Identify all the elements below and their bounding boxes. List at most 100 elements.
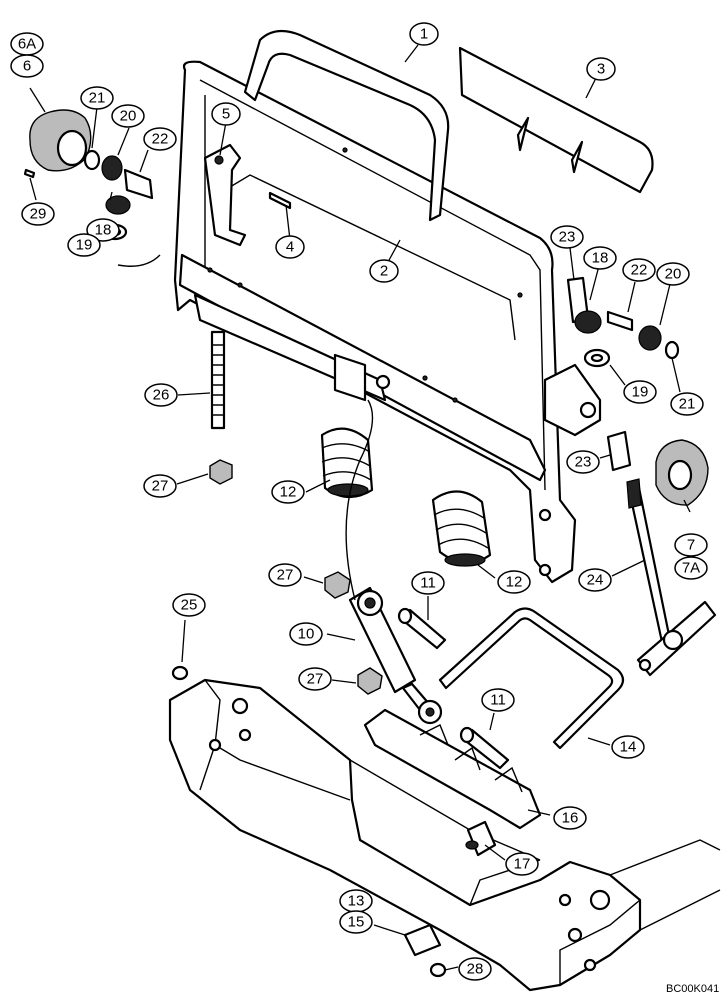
washer-28 bbox=[429, 962, 447, 978]
svg-text:27: 27 bbox=[277, 567, 294, 584]
bracket-16 bbox=[363, 708, 542, 830]
right-knob-assembly bbox=[566, 276, 709, 506]
svg-text:22: 22 bbox=[631, 262, 648, 279]
callout-2: 2 bbox=[369, 259, 399, 283]
side-bracket bbox=[543, 363, 602, 437]
callout-12-left: 12 bbox=[271, 480, 305, 504]
callout-7a: 7A bbox=[674, 556, 708, 580]
callout-18-left: 18 bbox=[86, 218, 120, 242]
callout-26: 26 bbox=[144, 383, 178, 407]
svg-text:16: 16 bbox=[562, 810, 579, 827]
svg-text:21: 21 bbox=[679, 396, 696, 413]
callout-28: 28 bbox=[458, 957, 492, 981]
svg-text:29: 29 bbox=[30, 206, 47, 223]
svg-text:7: 7 bbox=[687, 537, 695, 554]
callout-25: 25 bbox=[172, 593, 206, 617]
svg-text:18: 18 bbox=[95, 222, 112, 239]
callout-16: 16 bbox=[553, 806, 587, 830]
base-frame bbox=[168, 678, 721, 992]
screw-5 bbox=[214, 155, 224, 165]
nut-27-lower bbox=[357, 667, 383, 695]
callout-29: 29 bbox=[21, 202, 55, 226]
bolt-11-upper bbox=[397, 607, 447, 650]
svg-text:6: 6 bbox=[23, 58, 31, 75]
svg-text:11: 11 bbox=[420, 575, 436, 592]
svg-text:1: 1 bbox=[420, 26, 428, 43]
svg-text:23: 23 bbox=[575, 454, 592, 471]
svg-text:15: 15 bbox=[348, 914, 365, 931]
svg-text:10: 10 bbox=[298, 626, 315, 643]
callout-20-left: 20 bbox=[111, 104, 145, 128]
svg-text:5: 5 bbox=[222, 106, 230, 123]
svg-text:4: 4 bbox=[286, 239, 294, 256]
callout-22-left: 22 bbox=[143, 127, 177, 151]
callout-18-right: 18 bbox=[583, 246, 617, 270]
svg-text:27: 27 bbox=[307, 671, 324, 688]
callout-21-right: 21 bbox=[670, 392, 704, 416]
svg-text:22: 22 bbox=[152, 131, 169, 148]
stud-26 bbox=[210, 330, 226, 430]
callout-14: 14 bbox=[611, 735, 645, 759]
svg-text:14: 14 bbox=[620, 739, 637, 756]
seat-plate bbox=[203, 143, 516, 341]
callout-7: 7 bbox=[674, 533, 708, 557]
callout-21-left: 21 bbox=[80, 86, 114, 110]
callout-20-right: 20 bbox=[656, 262, 690, 286]
callout-15: 15 bbox=[339, 910, 373, 934]
nut-25 bbox=[171, 665, 189, 681]
leader-lines bbox=[29, 44, 691, 971]
svg-text:19: 19 bbox=[632, 384, 649, 401]
svg-text:11: 11 bbox=[490, 692, 506, 709]
callout-23-lower: 23 bbox=[566, 450, 600, 474]
nut-27-upper bbox=[324, 571, 351, 599]
callout-11-lower: 11 bbox=[481, 688, 515, 712]
svg-text:17: 17 bbox=[514, 856, 531, 873]
callout-13: 13 bbox=[339, 889, 373, 913]
svg-text:20: 20 bbox=[120, 108, 137, 125]
callout-12-right: 12 bbox=[497, 570, 531, 594]
callout-11-upper: 11 bbox=[411, 571, 445, 595]
svg-text:19: 19 bbox=[76, 237, 93, 254]
seat-bar-frame bbox=[173, 29, 577, 584]
u-bolt bbox=[438, 607, 625, 750]
callout-22-right: 22 bbox=[622, 258, 656, 282]
nut-27-top bbox=[209, 459, 233, 485]
pin-4 bbox=[268, 191, 292, 210]
spring-left bbox=[320, 427, 374, 499]
svg-text:25: 25 bbox=[181, 597, 198, 614]
svg-text:18: 18 bbox=[592, 250, 609, 267]
callout-27-upper: 27 bbox=[268, 563, 302, 587]
svg-text:24: 24 bbox=[587, 572, 604, 589]
callout-5: 5 bbox=[211, 102, 241, 126]
callout-3: 3 bbox=[586, 57, 616, 81]
callouts: 1 2 3 4 5 6A 6 7 7A 10 11 11 12 12 13 14… bbox=[10, 22, 708, 981]
shock-absorber bbox=[348, 586, 443, 725]
svg-text:20: 20 bbox=[665, 266, 682, 283]
left-knob-assembly bbox=[23, 109, 154, 241]
callout-1: 1 bbox=[409, 22, 439, 46]
callout-4: 4 bbox=[275, 235, 305, 259]
callout-19-right: 19 bbox=[623, 380, 657, 404]
svg-text:3: 3 bbox=[597, 61, 605, 78]
svg-text:12: 12 bbox=[506, 574, 523, 591]
svg-text:23: 23 bbox=[559, 229, 576, 246]
svg-text:12: 12 bbox=[280, 484, 297, 501]
svg-text:26: 26 bbox=[153, 387, 170, 404]
spring-right bbox=[431, 490, 492, 567]
svg-text:2: 2 bbox=[380, 263, 388, 280]
svg-text:21: 21 bbox=[89, 90, 106, 107]
callout-19-left: 19 bbox=[67, 233, 101, 257]
callout-27-top: 27 bbox=[143, 474, 177, 498]
callout-27-lower: 27 bbox=[298, 667, 332, 691]
plate-13-15 bbox=[403, 923, 442, 957]
bolt-11-lower bbox=[459, 726, 510, 770]
callout-17: 17 bbox=[505, 852, 539, 876]
svg-text:7A: 7A bbox=[682, 560, 700, 577]
svg-text:28: 28 bbox=[467, 961, 484, 978]
svg-text:27: 27 bbox=[152, 478, 169, 495]
callout-24: 24 bbox=[578, 568, 612, 592]
callout-10: 10 bbox=[289, 622, 323, 646]
adjuster-rod bbox=[626, 478, 717, 677]
